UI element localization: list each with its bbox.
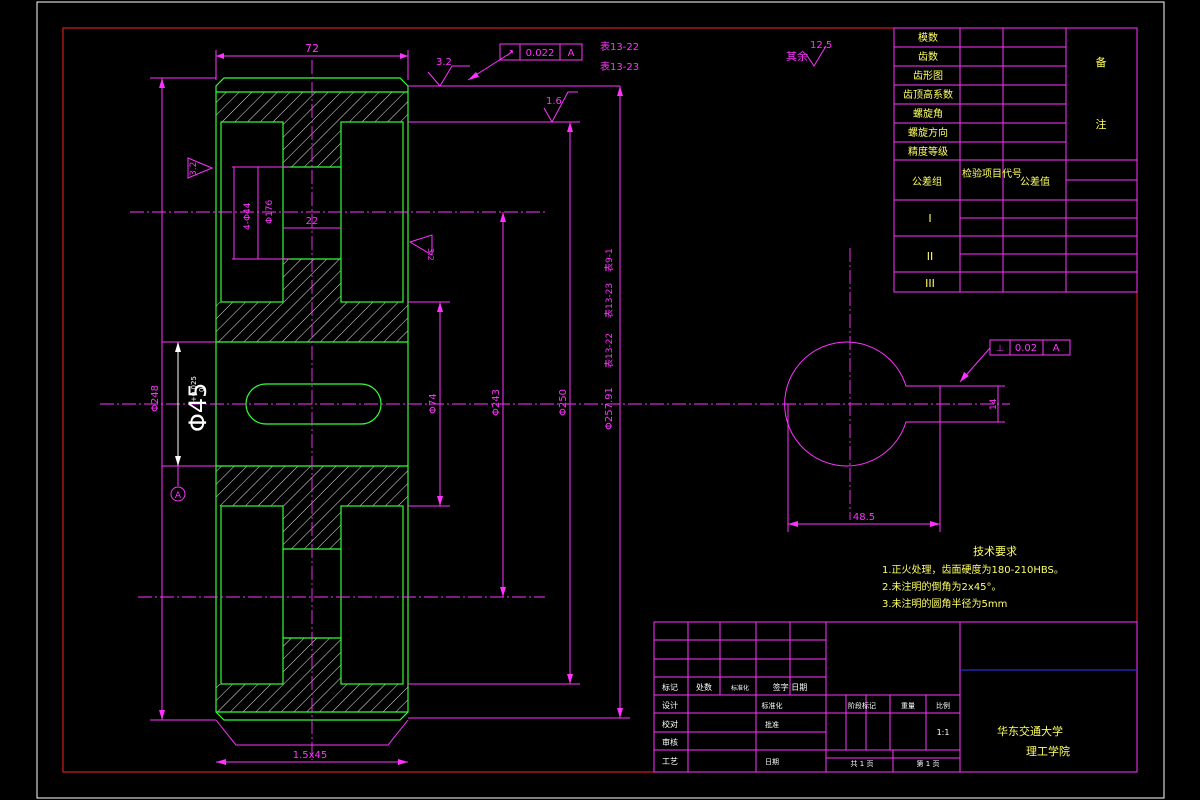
tb-scale-label: 比例 — [936, 701, 950, 710]
ref-bore-table-3: 表9-1 — [603, 248, 615, 272]
param-row-6: 精度等级 — [908, 145, 948, 158]
dim-chamfer: 1.5x45 — [293, 750, 328, 761]
remark-2: 注 — [1096, 117, 1107, 131]
tb-scale-value: 1:1 — [937, 728, 950, 737]
tb-sheets-total: 共 1 页 — [851, 759, 874, 768]
roughness-left: 3.2 — [189, 162, 199, 176]
lightening-hole-bottom-right — [340, 505, 404, 685]
dim-root: Φ250 — [558, 389, 569, 416]
ref-table-1: 表13-22 — [600, 40, 639, 53]
front-section-view: 72 3.2 ↗ 0.022 A 表13-22 表13-23 其余 12.5 1… — [100, 40, 1010, 765]
bore-profile — [784, 341, 941, 467]
svg-text:⊥: ⊥ — [996, 344, 1004, 354]
tb-standard-2: 标准化 — [762, 701, 783, 710]
tb-row-process: 工艺 — [662, 757, 678, 766]
dim-key-depth: 48.5 — [853, 512, 875, 523]
datum-a-label: A — [175, 491, 182, 501]
param-row-2: 齿形图 — [913, 70, 943, 82]
other-roughness-value: 12.5 — [810, 40, 832, 51]
side-tolerance-datum: A — [1053, 343, 1060, 354]
header-item: 检验项目代号 — [962, 167, 1022, 180]
gear-outline — [215, 77, 409, 721]
technical-requirements: 技术要求 1.正火处理，齿面硬度为180-210HBS。 2.未注明的倒角为2x… — [882, 545, 1064, 610]
tech-item-1: 1.正火处理，齿面硬度为180-210HBS。 — [882, 563, 1064, 576]
group-ii: II — [927, 250, 934, 263]
tolerance-top-value: 0.022 — [526, 48, 555, 59]
tb-org-name: 华东交通大学 — [997, 724, 1063, 738]
dim-rim-inner: Φ243 — [491, 389, 502, 416]
dim-overall-left: Φ248 — [150, 385, 161, 412]
header-value: 公差值 — [1020, 175, 1050, 188]
param-row-4: 螺旋角 — [913, 107, 943, 120]
svg-text:↗: ↗ — [506, 48, 514, 59]
other-roughness-label: 其余 — [786, 49, 808, 63]
param-row-1: 齿数 — [918, 50, 938, 63]
param-row-0: 模数 — [918, 31, 938, 44]
group-i: I — [928, 212, 931, 225]
gear-parameter-table: 模数 齿数 齿形图 齿顶高系数 螺旋角 螺旋方向 精度等级 备 注 公差组 检验… — [893, 27, 1138, 293]
tb-weight: 重量 — [901, 702, 915, 710]
tb-row-check: 校对 — [662, 719, 678, 729]
dim-key-width: 14 — [989, 398, 999, 410]
ref-bore-table-2: 表13-23 — [603, 283, 615, 318]
tb-org-dept: 理工学院 — [1026, 744, 1070, 758]
roughness-web: 3.2 — [426, 248, 435, 261]
param-row-3: 齿顶高系数 — [903, 88, 953, 101]
inner-frame — [62, 27, 1138, 773]
tolerance-top-datum: A — [568, 48, 575, 59]
title-block: 标记 处数 标准化 签字 日期 设计 校对 审核 工艺 标准化 批准 日期 阶段… — [653, 621, 1138, 773]
tb-row-mark: 标记 — [662, 682, 678, 692]
datum-circle-a — [170, 486, 186, 502]
remark-1: 备 — [1096, 55, 1107, 69]
dim-width-72: 72 — [305, 42, 319, 55]
header-group: 公差组 — [912, 175, 942, 188]
tb-standard: 标准化 — [731, 684, 749, 692]
dim-hole-count: 4-Φ44 — [243, 202, 253, 230]
bore-tol-lower: 0 — [198, 388, 206, 392]
tb-sign-date: 签字 日期 — [773, 682, 808, 692]
tb-sheet-no: 第 1 页 — [917, 759, 940, 768]
ref-table-2: 表13-23 — [600, 60, 639, 73]
tech-title: 技术要求 — [973, 545, 1017, 558]
outer-frame — [36, 1, 1165, 799]
roughness-top: 3.2 — [436, 57, 452, 68]
tb-row-design: 设计 — [662, 700, 678, 710]
side-tolerance-value: 0.02 — [1015, 343, 1037, 354]
tech-item-2: 2.未注明的倒角为2x45°。 — [882, 580, 1002, 593]
lightening-hole-bottom-left — [220, 505, 284, 685]
tb-approve: 批准 — [765, 720, 779, 729]
bore-tol-upper: +0.025 — [190, 376, 198, 402]
tb-date: 日期 — [765, 758, 779, 766]
dim-outer: Φ257.91 — [604, 387, 615, 430]
param-row-5: 螺旋方向 — [908, 126, 948, 139]
tb-stage-mark: 阶段标记 — [848, 701, 876, 710]
tb-row-review: 审核 — [662, 737, 678, 747]
roughness-right-top: 1.6 — [546, 96, 562, 107]
dim-hole-circle: Φ176 — [265, 199, 275, 224]
tech-item-3: 3.未注明的圆角半径为5mm — [882, 597, 1007, 610]
dim-web-thickness: 22 — [306, 216, 319, 227]
tb-col-count: 处数 — [696, 682, 712, 692]
dim-hub-dia: Φ74 — [428, 393, 439, 414]
bore-side-view: 14 48.5 ⊥ 0.02 A — [784, 248, 1071, 532]
ref-bore-table: 表13-22 — [603, 333, 615, 368]
dim-bore: Φ45 — [184, 383, 212, 432]
group-iii: III — [925, 277, 935, 290]
